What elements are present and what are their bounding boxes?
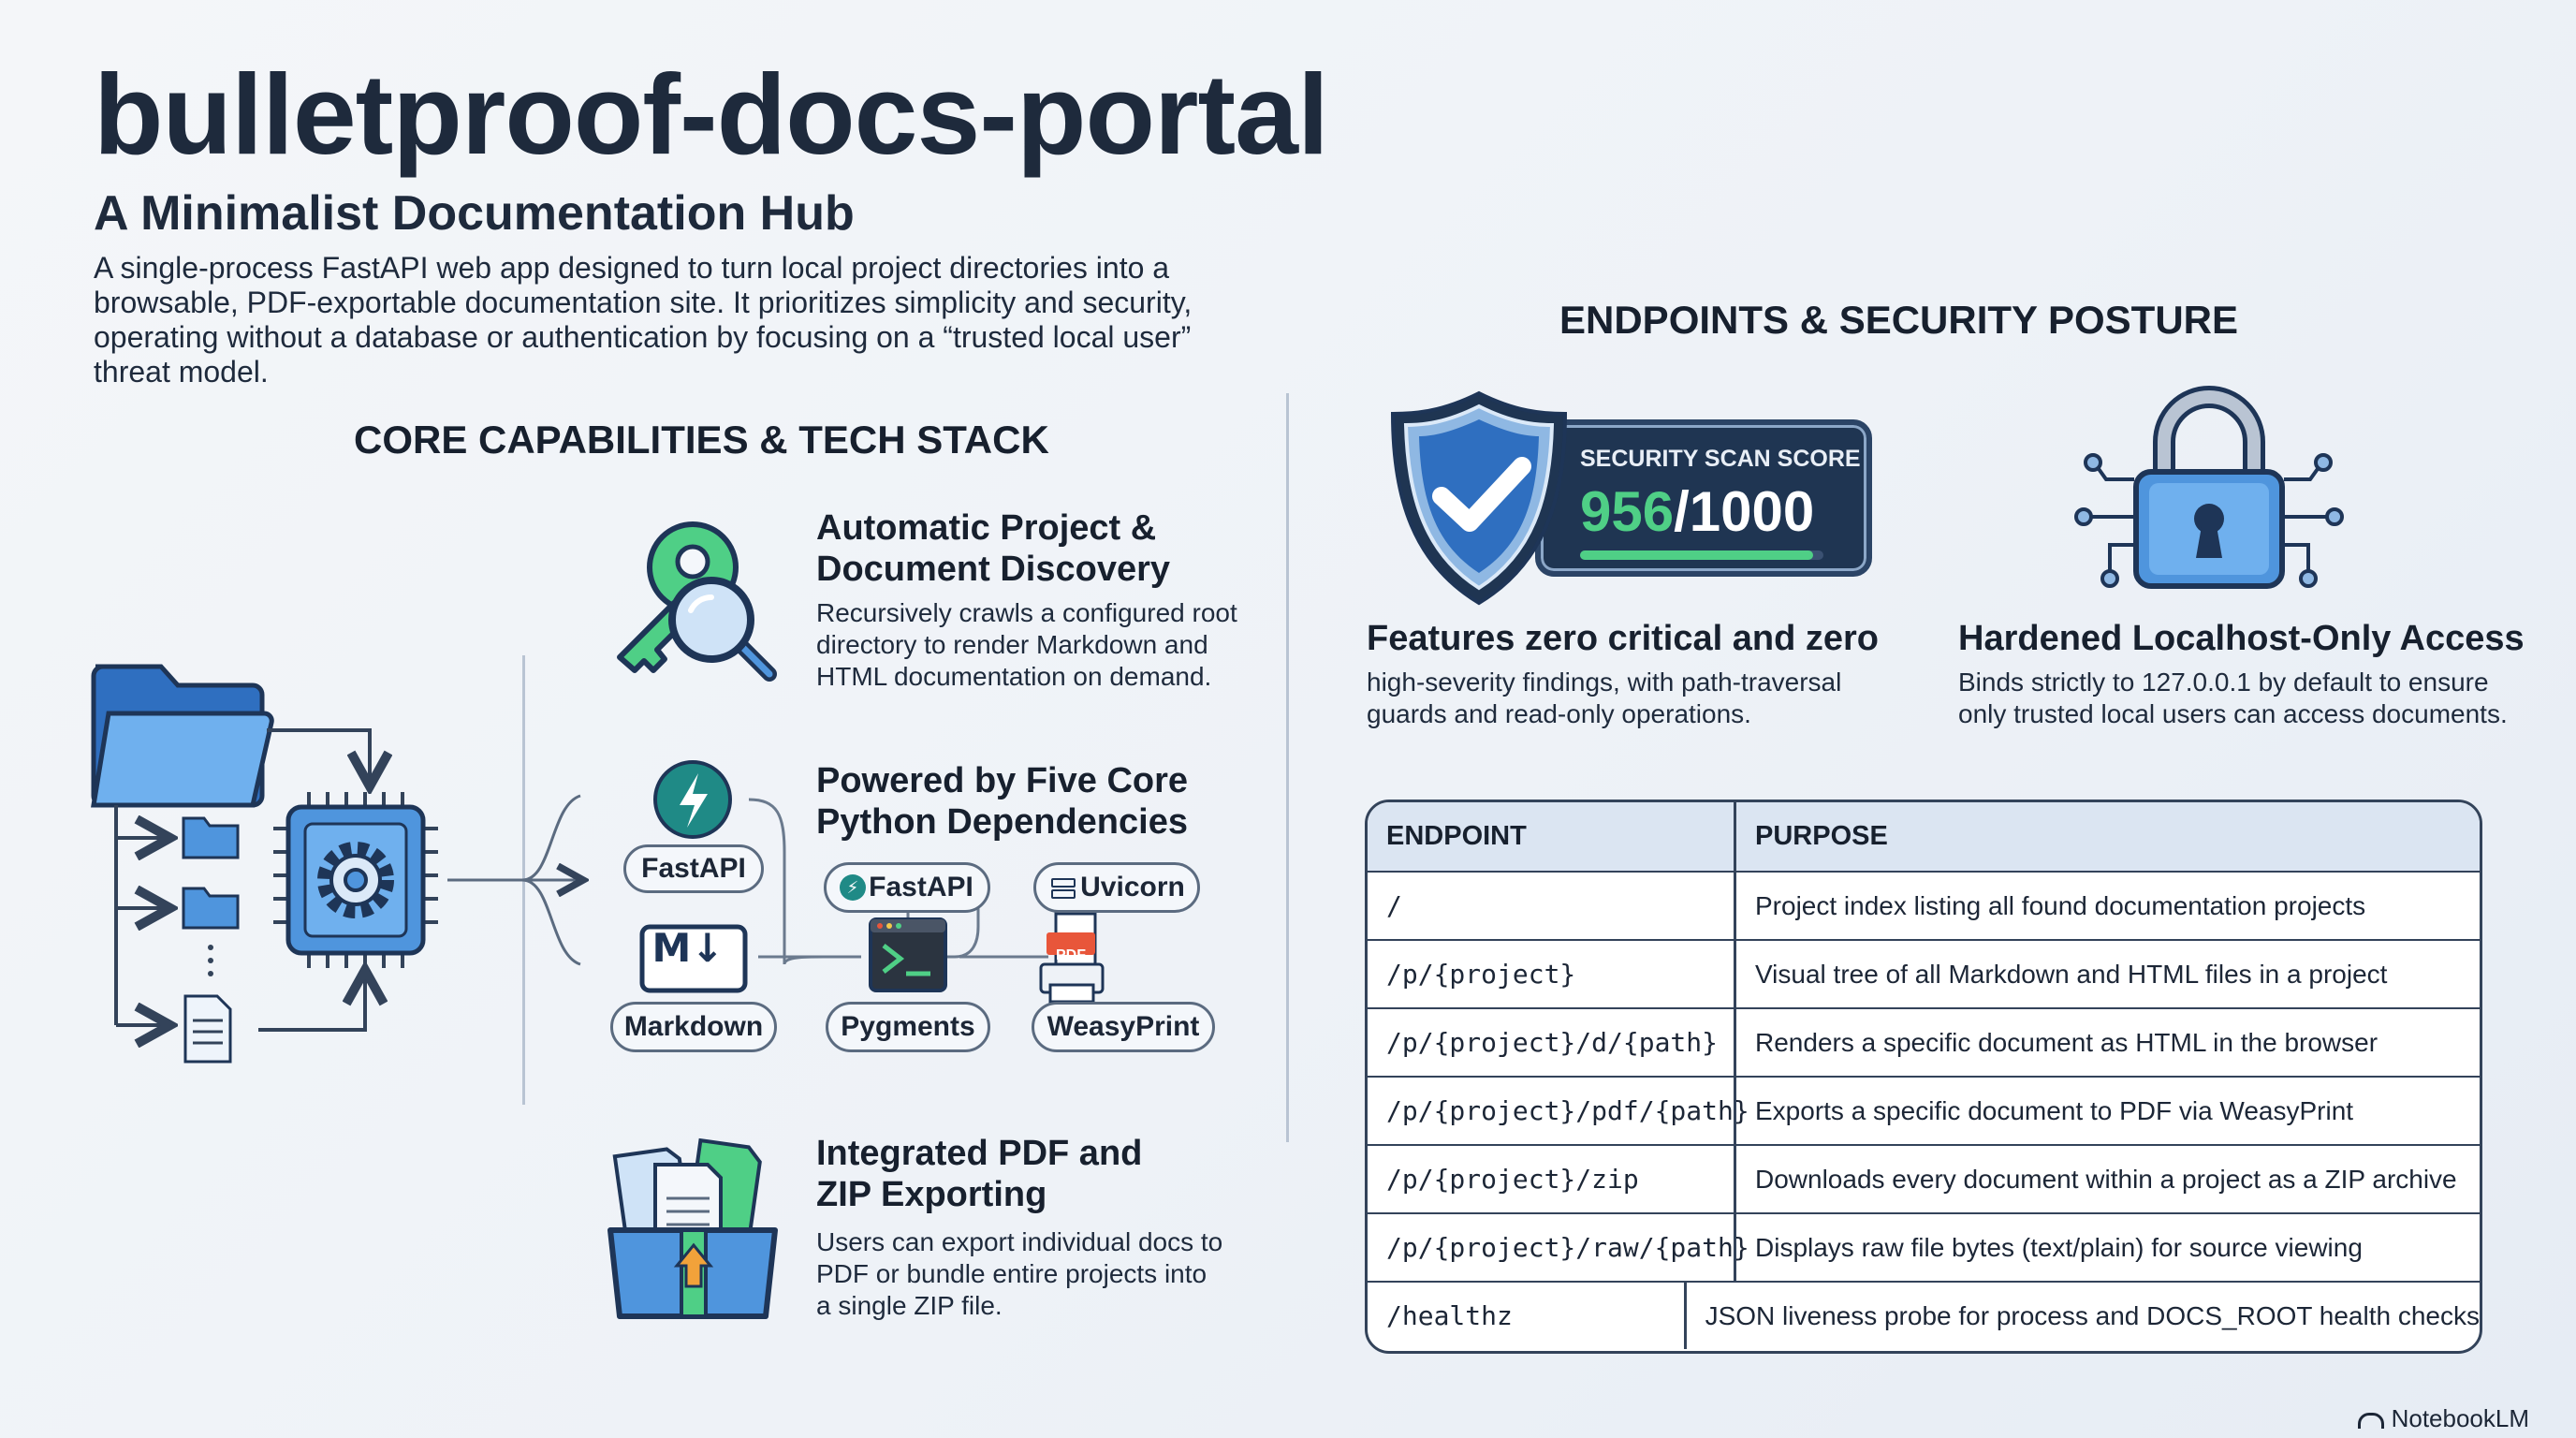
pdf-badge: PDF: [1056, 947, 1086, 963]
security-score-value: 956/1000: [1580, 480, 1815, 543]
endpoint-path: /p/{project}/pdf/{path}: [1386, 1095, 1749, 1126]
security-score-label: SECURITY SCAN SCORE: [1580, 446, 1861, 472]
processor-gear-icon: [273, 792, 438, 968]
core-capabilities-heading: CORE CAPABILITIES & TECH STACK: [354, 418, 1049, 462]
uvicorn-dependency-pill: Uvicorn: [1033, 862, 1200, 913]
discovery-flow-diagram: [91, 664, 590, 1064]
small-folder-icon: [182, 816, 240, 859]
endpoint-purpose: Downloads every document within a projec…: [1755, 1164, 2457, 1194]
table-row: / Project index listing all found docume…: [1368, 871, 2480, 939]
fastapi-logo-icon: [653, 760, 732, 839]
markdown-logo-text: M↓: [651, 925, 724, 971]
notebooklm-logo-icon: [2357, 1412, 2384, 1429]
table-row: /healthz JSON liveness probe for process…: [1368, 1281, 2480, 1349]
table-row: /p/{project} Visual tree of all Markdown…: [1368, 939, 2480, 1007]
markdown-dependency-pill: Markdown: [610, 1002, 777, 1052]
table-header-row: ENDPOINT PURPOSE: [1368, 802, 2480, 871]
export-box-icon: [607, 1137, 778, 1319]
column-header-endpoint: ENDPOINT: [1386, 821, 1527, 851]
security-score-panel: SECURITY SCAN SCORE 956/1000: [1535, 419, 1872, 577]
separator-middle: [1286, 393, 1289, 1142]
small-folder-icon: [182, 887, 240, 930]
markdown-logo-icon: [639, 924, 748, 993]
endpoint-purpose: Visual tree of all Markdown and HTML fil…: [1755, 959, 2388, 989]
terminal-icon: [869, 917, 947, 992]
endpoint-path: /: [1386, 890, 1402, 921]
table-row: /p/{project}/raw/{path} Displays raw fil…: [1368, 1212, 2480, 1281]
endpoint-table: ENDPOINT PURPOSE / Project index listing…: [1365, 800, 2482, 1354]
endpoint-path: /p/{project}: [1386, 959, 1576, 990]
key-magnifier-icon: [617, 521, 777, 682]
endpoints-security-heading: ENDPOINTS & SECURITY POSTURE: [1559, 298, 2238, 342]
fastapi-dependency-pill: ⚡ FastAPI: [824, 862, 990, 913]
notebooklm-brand: NotebookLM: [2357, 1404, 2529, 1433]
endpoint-path: /p/{project}/d/{path}: [1386, 1027, 1719, 1058]
endpoint-purpose: JSON liveness probe for process and DOCS…: [1705, 1300, 2480, 1330]
column-header-purpose: PURPOSE: [1755, 821, 1888, 851]
fastapi-label-pill: FastAPI: [623, 844, 764, 893]
weasyprint-dependency-pill: WeasyPrint: [1032, 1002, 1215, 1052]
intro-paragraph: A single-process FastAPI web app designe…: [94, 251, 1193, 389]
endpoint-purpose: Exports a specific document to PDF via W…: [1755, 1095, 2354, 1125]
endpoint-purpose: Renders a specific document as HTML in t…: [1755, 1027, 2378, 1057]
fastapi-mini-icon: ⚡: [840, 874, 866, 901]
endpoint-path: /p/{project}/raw/{path}: [1386, 1232, 1749, 1263]
security-score-bar-track: [1580, 550, 1823, 560]
endpoint-path: /p/{project}/zip: [1386, 1164, 1639, 1195]
security-card-localhost: Hardened Localhost-Only Access Binds str…: [1958, 619, 2525, 728]
page-subtitle: A Minimalist Documentation Hub: [94, 186, 855, 241]
table-row: /p/{project}/zip Downloads every documen…: [1368, 1144, 2480, 1212]
security-card-zero-findings: Features zero critical and zero high-sev…: [1367, 619, 1879, 728]
server-stack-icon: [1051, 878, 1076, 901]
table-row: /p/{project}/pdf/{path} Exports a specif…: [1368, 1076, 2480, 1144]
padlock-circuit-icon: [2074, 386, 2344, 589]
endpoint-purpose: Project index listing all found document…: [1755, 890, 2366, 920]
document-icon: [183, 994, 232, 1064]
folder-icon: [91, 664, 274, 808]
endpoint-purpose: Displays raw file bytes (text/plain) for…: [1755, 1232, 2363, 1262]
page-title: bulletproof-docs-portal: [94, 51, 1329, 178]
feature-discovery-title: Automatic Project &Document Discovery: [816, 508, 1171, 589]
pygments-dependency-pill: Pygments: [826, 1002, 990, 1052]
table-row: /p/{project}/d/{path} Renders a specific…: [1368, 1007, 2480, 1076]
shield-check-icon: [1390, 390, 1568, 606]
security-score-bar-fill: [1580, 550, 1813, 560]
endpoint-path: /healthz: [1386, 1300, 1513, 1331]
